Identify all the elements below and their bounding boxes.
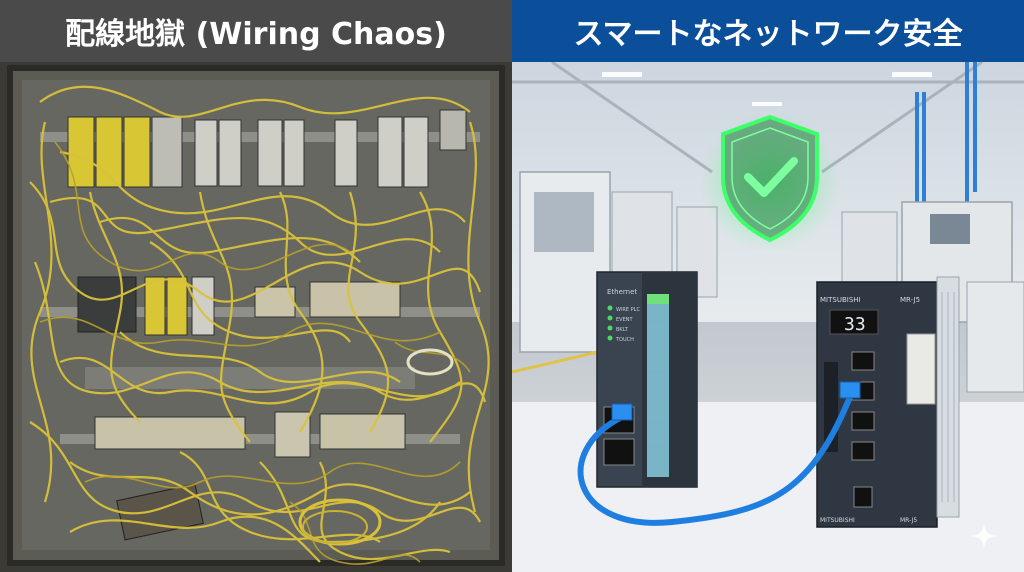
servo-module bbox=[816, 276, 960, 528]
servo-display: 33 bbox=[844, 314, 866, 335]
servo-model: MR-J5 bbox=[900, 296, 920, 304]
right-panel: スマートなネットワーク安全 bbox=[512, 0, 1024, 572]
plc-led-label-1: WIRE PLC bbox=[616, 307, 640, 313]
plc-led-label-2: EVENT bbox=[616, 317, 633, 323]
shield-check-icon bbox=[700, 112, 840, 252]
right-title: スマートなネットワーク安全 bbox=[512, 0, 1024, 62]
plc-led-label-4: TOUCH bbox=[615, 337, 634, 343]
left-panel: 配線地獄 (Wiring Chaos) bbox=[0, 0, 512, 572]
servo-brand: MITSUBISHI bbox=[820, 296, 861, 304]
terminal-blocks-bottom bbox=[94, 411, 406, 541]
servo-model-bottom: MR-J5 bbox=[900, 517, 917, 524]
ethernet-cable bbox=[577, 389, 855, 526]
relay-modules-top bbox=[67, 109, 467, 188]
plc-led-label-3: BKLT bbox=[616, 327, 629, 333]
relay-modules-middle bbox=[77, 276, 401, 336]
tangled-wiring-cabinet-image bbox=[0, 62, 512, 572]
plc-module bbox=[596, 271, 698, 488]
sparkle-icon bbox=[971, 523, 997, 549]
factory-network-modules-image: Ethernet WIRE PLC EVENT BKLT TOUCH bbox=[512, 62, 1024, 572]
servo-brand-bottom: MITSUBISHI bbox=[820, 517, 855, 524]
left-title: 配線地獄 (Wiring Chaos) bbox=[0, 0, 512, 62]
plc-label: Ethernet bbox=[607, 288, 637, 296]
yellow-wires bbox=[29, 85, 490, 563]
